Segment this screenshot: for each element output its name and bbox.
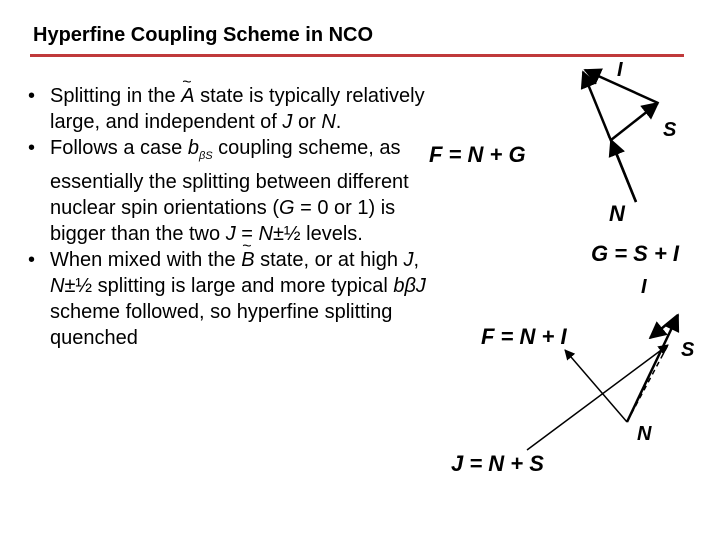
label-i-bottom: I <box>641 276 647 298</box>
var-n: N <box>321 111 336 133</box>
bullet-dot-icon: • <box>28 249 36 271</box>
text-run: Splitting in the <box>50 85 182 107</box>
vector-j-bottom <box>626 344 669 423</box>
text-run: ±½ splitting is large and more typical <box>64 275 394 297</box>
bullet-dot-icon: • <box>28 85 36 107</box>
bullet-list: • Splitting in the A state is typically … <box>28 70 440 351</box>
equation-f-n-i: F = N + I <box>481 324 567 349</box>
equation-f-n-g: F = N + G <box>429 142 526 167</box>
vector-i-top <box>583 68 659 105</box>
bullet-item-2: • Follows a case bβS coupling scheme, as… <box>28 135 440 247</box>
vector-n-top <box>608 138 638 203</box>
vector-i-bottom <box>648 314 679 340</box>
text-run: scheme followed, so hyperfine splitting … <box>50 301 393 349</box>
text-run: or <box>292 111 322 133</box>
state-b-label: B <box>241 234 254 273</box>
label-n-bottom: N <box>637 423 652 445</box>
var-j: J <box>225 223 236 245</box>
bullet-item-1: • Splitting in the A state is typically … <box>28 70 440 135</box>
var-n: N <box>258 223 273 245</box>
text-run: = 0 or 1) is bigger than the two <box>50 197 396 245</box>
title-rule <box>30 54 684 57</box>
text-run: When mixed with the <box>50 249 242 271</box>
case-subscript: βS <box>198 150 213 162</box>
text-run: . <box>335 111 342 133</box>
text-run: , <box>413 249 420 271</box>
text-run: coupling scheme, as essentially the spli… <box>50 137 409 219</box>
label-i-top: I <box>617 59 623 81</box>
label-s-bottom: S <box>681 339 695 361</box>
text-run: Follows a case <box>50 137 188 159</box>
case-bbj-label: bβJ <box>393 275 426 297</box>
text-run: state is typically relatively large, and… <box>50 85 425 133</box>
text-run: state, or at high <box>254 249 404 271</box>
bullet-dot-icon: • <box>28 137 36 159</box>
slide-title: Hyperfine Coupling Scheme in NCO <box>33 24 374 46</box>
vector-f-bottom <box>564 349 628 423</box>
state-a-label: A <box>181 70 194 109</box>
label-s-top: S <box>663 119 677 141</box>
label-n-top: N <box>609 201 626 226</box>
var-j: J <box>282 111 293 133</box>
vector-s-bottom <box>526 344 669 451</box>
var-j: J <box>403 249 414 271</box>
equation-j-n-s: J = N + S <box>451 451 544 476</box>
var-g: G <box>279 197 295 219</box>
vector-n-bottom <box>625 313 680 423</box>
equation-g-s-i: G = S + I <box>591 241 680 266</box>
text-run: ±½ levels. <box>272 223 363 245</box>
var-n: N <box>50 275 65 297</box>
vector-g-top <box>584 74 610 139</box>
vector-s-top <box>610 101 660 141</box>
case-b-label: b <box>187 137 199 159</box>
bullet-item-3: • When mixed with the B state, or at hig… <box>28 234 440 351</box>
